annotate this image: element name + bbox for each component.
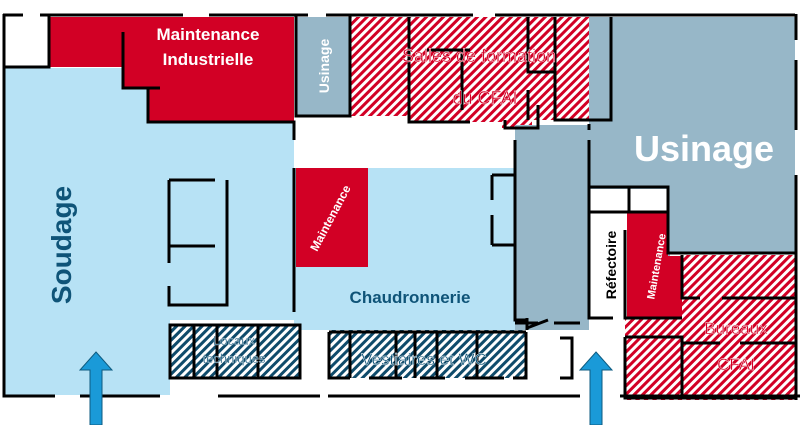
room-refectoire [590,213,627,316]
room-bureaux-cfai [625,255,795,400]
room-salles-formation [351,17,611,128]
label-maintenance-industrielle-1: Maintenance [157,25,260,44]
room-locaux-techniques [170,325,300,378]
room-maintenance-industrielle [49,17,294,122]
room-maintenance-center [296,168,368,267]
room-usinage-small [297,17,350,116]
arrow-up-icon [78,351,114,425]
label-locaux-1: Locaux [213,333,255,348]
label-usinage-small: Usinage [316,39,332,94]
label-refectoire: Réfectoire [603,231,619,300]
label-cfai: CFAI [717,355,755,374]
room-vestiaires [329,330,526,378]
walls [2,13,800,400]
label-salles-formation-2: du CFAI [452,88,517,108]
label-usinage-large: Usinage [634,128,774,169]
label-bureaux: Bureaux [704,319,768,338]
label-vestiaires: Vestiaires et WC [361,350,487,369]
room-maintenance-right [627,213,682,318]
label-maintenance-industrielle-2: Industrielle [163,50,254,69]
arrow-up-icon [578,351,614,425]
label-chaudronnerie: Chaudronnerie [350,288,471,307]
room-soudage [4,68,294,395]
label-salles-formation-1: Salles de formation [402,46,556,66]
label-soudage: Soudage [46,186,77,304]
label-locaux-2: techniques [203,351,266,366]
